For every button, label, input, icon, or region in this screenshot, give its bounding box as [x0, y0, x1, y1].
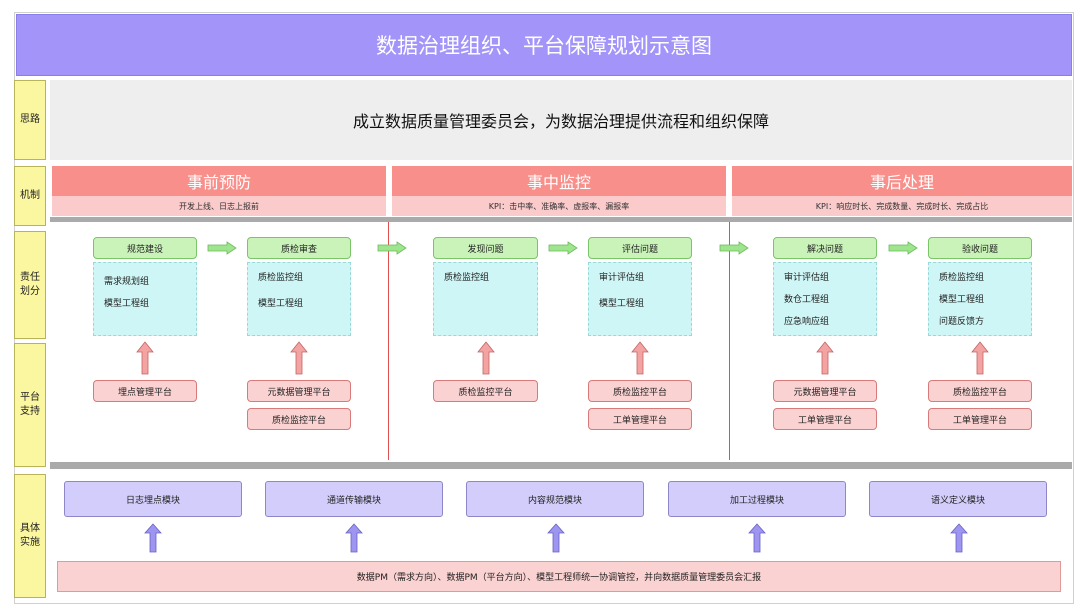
module-log-tracking: 日志埋点模块: [64, 481, 242, 517]
group-item: 质检监控组: [939, 273, 985, 283]
arrow-up-icon: [816, 341, 834, 375]
side-label-responsibility-line1: 责任: [20, 272, 40, 283]
phase-kpi-handle: KPI：响应时长、完成数量、完成时长、完成占比: [732, 196, 1072, 216]
module-semantic-definition: 语义定义模块: [869, 481, 1047, 517]
coordination-banner: 数据PM（需求方向）、数据PM（平台方向）、模型工程师统一协调管控，并向数据质量…: [57, 561, 1061, 592]
module-channel-transport: 通道传输模块: [265, 481, 443, 517]
arrow-up-icon: [345, 523, 363, 553]
step-accept-issue: 验收问题: [928, 237, 1032, 259]
arrow-up-icon: [971, 341, 989, 375]
side-label-responsibility-line2: 划分: [20, 286, 40, 297]
group-box-accept-issue: 质检监控组 模型工程组 问题反馈方: [928, 262, 1032, 336]
phase-header-monitor: 事中监控: [392, 166, 726, 196]
side-label-platform-line1: 平台: [20, 392, 40, 403]
platform-qc-monitor: 质检监控平台: [928, 380, 1032, 402]
platform-ticket-mgmt: 工单管理平台: [588, 408, 692, 430]
group-item: 审计评估组: [599, 273, 645, 283]
phase-header-prevent: 事前预防: [52, 166, 386, 196]
phase-divider-1: [388, 222, 389, 460]
side-label-implementation-line2: 实施: [20, 537, 40, 548]
step-find-issue: 发现问题: [433, 237, 538, 259]
divider-bottom: [50, 462, 1072, 469]
module-processing: 加工过程模块: [668, 481, 846, 517]
phase-kpi-monitor: KPI：击中率、准确率、虚报率、漏报率: [392, 196, 726, 216]
responsibility-platform-area: [50, 222, 1072, 462]
group-box-assess-issue: 审计评估组 模型工程组: [588, 262, 692, 336]
group-box-spec-build: 需求规划组 模型工程组: [93, 262, 197, 336]
side-label-implementation-line1: 具体: [20, 523, 40, 534]
group-item: 模型工程组: [599, 299, 645, 309]
platform-metadata-mgmt: 元数据管理平台: [773, 380, 877, 402]
arrow-up-icon: [748, 523, 766, 553]
group-item: 需求规划组: [104, 277, 150, 287]
group-box-resolve-issue: 审计评估组 数仓工程组 应急响应组: [773, 262, 877, 336]
step-spec-build: 规范建设: [93, 237, 197, 259]
group-item: 数仓工程组: [784, 295, 830, 305]
diagram-title: 数据治理组织、平台保障规划示意图: [16, 14, 1072, 76]
group-item: 审计评估组: [784, 273, 830, 283]
thought-banner: 成立数据质量管理委员会，为数据治理提供流程和组织保障: [50, 80, 1072, 160]
group-item: 质检监控组: [258, 273, 304, 283]
group-item: 应急响应组: [784, 317, 830, 327]
group-item: 问题反馈方: [939, 317, 985, 327]
step-assess-issue: 评估问题: [588, 237, 692, 259]
arrow-up-icon: [547, 523, 565, 553]
arrow-up-icon: [631, 341, 649, 375]
arrow-up-icon: [950, 523, 968, 553]
divider-top: [50, 217, 1072, 223]
arrow-up-icon: [136, 341, 154, 375]
platform-tracking-mgmt: 埋点管理平台: [93, 380, 197, 402]
side-label-responsibility: 责任 划分: [14, 231, 46, 339]
platform-ticket-mgmt: 工单管理平台: [928, 408, 1032, 430]
group-box-find-issue: 质检监控组: [433, 262, 538, 336]
arrow-right-icon: [377, 241, 407, 255]
step-qc-review: 质检审查: [247, 237, 351, 259]
arrow-up-icon: [477, 341, 495, 375]
arrow-up-icon: [144, 523, 162, 553]
side-label-mechanism: 机制: [14, 166, 46, 226]
platform-qc-monitor: 质检监控平台: [433, 380, 538, 402]
arrow-right-icon: [719, 241, 749, 255]
group-item: 模型工程组: [258, 299, 304, 309]
phase-header-handle: 事后处理: [732, 166, 1072, 196]
group-box-qc-review: 质检监控组 模型工程组: [247, 262, 351, 336]
module-content-spec: 内容规范模块: [466, 481, 644, 517]
arrow-right-icon: [548, 241, 578, 255]
group-item: 模型工程组: [104, 299, 150, 309]
side-label-platform-line2: 支持: [20, 406, 40, 417]
platform-metadata-mgmt: 元数据管理平台: [247, 380, 351, 402]
arrow-right-icon: [207, 241, 237, 255]
group-item: 质检监控组: [444, 273, 490, 283]
arrow-up-icon: [290, 341, 308, 375]
platform-qc-monitor: 质检监控平台: [588, 380, 692, 402]
side-label-implementation: 具体 实施: [14, 474, 46, 598]
platform-ticket-mgmt: 工单管理平台: [773, 408, 877, 430]
side-label-platform: 平台 支持: [14, 343, 46, 467]
arrow-right-icon: [888, 241, 918, 255]
phase-kpi-prevent: 开发上线、日志上报前: [52, 196, 386, 216]
step-resolve-issue: 解决问题: [773, 237, 877, 259]
side-label-thought: 思路: [14, 80, 46, 160]
phase-divider-2: [729, 222, 730, 460]
side-label-thought-text: 思路: [20, 114, 40, 125]
group-item: 模型工程组: [939, 295, 985, 305]
platform-qc-monitor: 质检监控平台: [247, 408, 351, 430]
side-label-mechanism-text: 机制: [20, 190, 40, 201]
